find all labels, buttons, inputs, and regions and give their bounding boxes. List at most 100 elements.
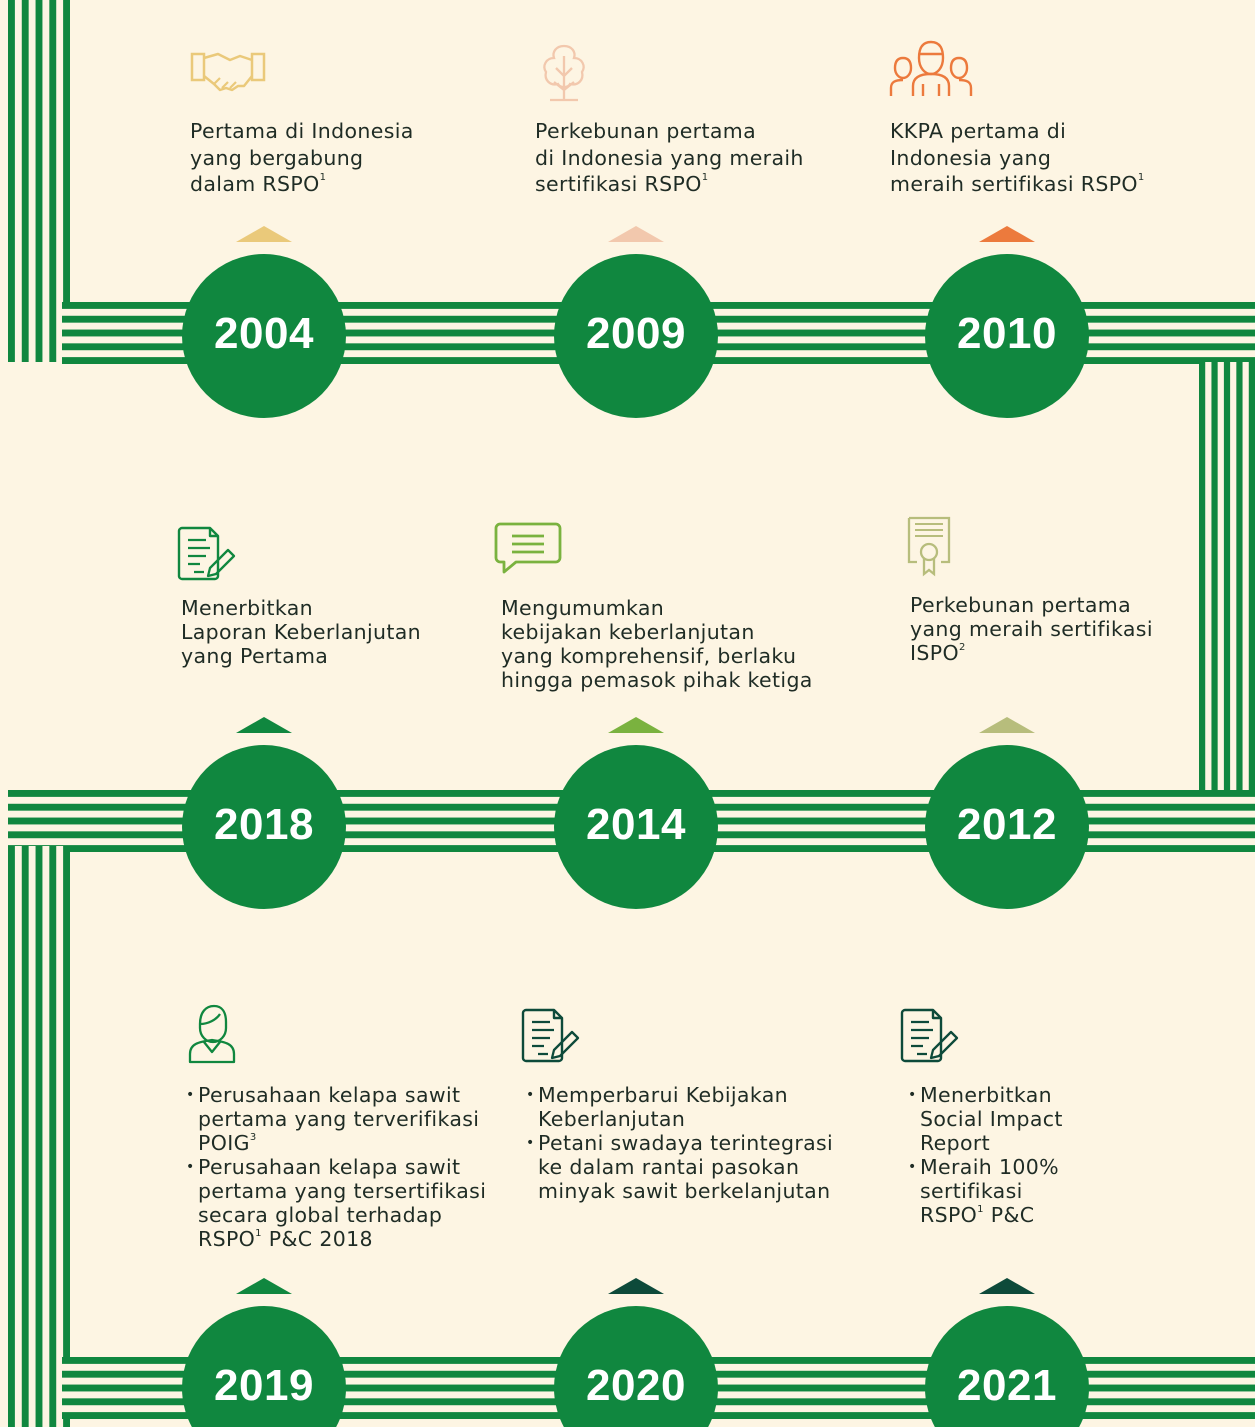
year-label-2020: 2020 — [586, 1361, 686, 1410]
line-text-suffix: P&C 2018 — [261, 1227, 373, 1251]
line-text: Keberlanjutan — [538, 1107, 686, 1131]
year-circle-2021 — [925, 1306, 1089, 1427]
description-line: sertifikasi RSPO1 — [535, 171, 804, 198]
description-line: Social Impact — [920, 1107, 1063, 1131]
description-line: Laporan Keberlanjutan — [181, 620, 421, 644]
line-text: pertama yang tersertifikasi — [198, 1179, 487, 1203]
line-text: di Indonesia yang meraih — [535, 145, 804, 170]
description-line: KKPA pertama di — [890, 118, 1145, 145]
line-text: Perkebunan pertama — [910, 593, 1131, 617]
line-text: Menerbitkan — [181, 596, 313, 620]
year-label-2019: 2019 — [214, 1361, 314, 1410]
certificate-icon — [907, 516, 951, 577]
milestone-marker-2009 — [608, 226, 664, 242]
description-line: sertifikasi — [920, 1179, 1063, 1203]
line-text: minyak sawit berkelanjutan — [538, 1179, 831, 1203]
year-label-2018: 2018 — [214, 800, 314, 849]
footnote-mark: 1 — [319, 172, 327, 183]
description-line: Menerbitkan — [181, 596, 421, 620]
speech-bubble-icon — [494, 522, 562, 574]
footnote-mark: 1 — [977, 1204, 984, 1215]
description-line: di Indonesia yang meraih — [535, 145, 804, 172]
document-pen-icon — [521, 1008, 580, 1063]
line-text: kebijakan keberlanjutan — [501, 620, 755, 644]
milestone-marker-2014 — [608, 717, 664, 733]
line-text: KKPA pertama di — [890, 119, 1067, 143]
year-circle-2010 — [925, 254, 1089, 418]
description-line: RSPO1 P&C — [920, 1203, 1063, 1227]
line-text: RSPO — [920, 1203, 978, 1227]
handshake-icon — [190, 52, 266, 92]
description-line: pertama yang terverifikasi — [198, 1107, 486, 1131]
milestone-marker-2012 — [979, 717, 1035, 733]
line-text: RSPO — [198, 1227, 256, 1251]
description-line: ISPO2 — [910, 641, 1153, 665]
description-line: Meraih 100% — [920, 1155, 1063, 1179]
description-line: kebijakan keberlanjutan — [501, 620, 813, 644]
description-line: Memperbarui Kebijakan — [538, 1083, 833, 1107]
year-circle-2014 — [554, 745, 718, 909]
footnote-mark: 1 — [701, 172, 709, 183]
description-line: Perkebunan pertama — [910, 593, 1153, 617]
line-text: Perkebunan pertama — [535, 119, 756, 143]
description-line: hingga pemasok pihak ketiga — [501, 668, 813, 692]
milestone-marker-2020 — [608, 1278, 664, 1294]
description-line: Report — [920, 1131, 1063, 1155]
line-text: yang Pertama — [181, 644, 329, 668]
description-line: yang meraih sertifikasi — [910, 617, 1153, 641]
year-label-2012: 2012 — [957, 800, 1057, 849]
description-line: Perusahaan kelapa sawit — [198, 1083, 486, 1107]
description-line: dalam RSPO1 — [190, 171, 414, 198]
description-line: Petani swadaya terintegrasi — [538, 1131, 833, 1155]
description-line: minyak sawit berkelanjutan — [538, 1179, 833, 1203]
footnote-mark: 1 — [255, 1228, 262, 1239]
description-line: Keberlanjutan — [538, 1107, 833, 1131]
year-circle-2009 — [554, 254, 718, 418]
description-line: Mengumumkan — [501, 596, 813, 620]
description-line: POIG3 — [198, 1131, 486, 1155]
year-label-2009: 2009 — [586, 309, 686, 358]
footnote-mark: 3 — [249, 1132, 257, 1143]
line-text: Perusahaan kelapa sawit — [198, 1155, 461, 1179]
description-line: yang komprehensif, berlaku — [501, 644, 813, 668]
line-text: Petani swadaya terintegrasi — [538, 1131, 834, 1155]
description-line: Menerbitkan — [920, 1083, 1063, 1107]
milestone-marker-2018 — [236, 717, 292, 733]
year-circle-2020 — [554, 1306, 718, 1427]
tree-icon — [543, 44, 585, 102]
milestone-marker-2021 — [979, 1278, 1035, 1294]
description-line: yang bergabung — [190, 145, 414, 172]
year-label-2014: 2014 — [586, 800, 686, 849]
year-label-2021: 2021 — [957, 1361, 1057, 1410]
line-text: Laporan Keberlanjutan — [181, 620, 422, 644]
year-circle-2019 — [182, 1306, 346, 1427]
line-text: Menerbitkan — [920, 1083, 1052, 1107]
person-icon — [188, 1004, 236, 1064]
line-text: Meraih 100% — [920, 1155, 1059, 1179]
description-line: Indonesia yang — [890, 145, 1145, 172]
year-label-2004: 2004 — [214, 309, 314, 358]
line-text: POIG — [198, 1131, 250, 1155]
line-text: Pertama di Indonesia — [190, 119, 414, 143]
line-text: Social Impact — [920, 1107, 1063, 1131]
line-text: hingga pemasok pihak ketiga — [501, 668, 813, 692]
line-text: Report — [920, 1131, 991, 1155]
line-text: yang komprehensif, berlaku — [501, 644, 797, 668]
milestone-bullets-2020: Memperbarui KebijakanKeberlanjutanPetani… — [526, 1083, 833, 1203]
milestone-marker-2004 — [236, 226, 292, 242]
line-text: ke dalam rantai pasokan — [538, 1155, 800, 1179]
description-line: ke dalam rantai pasokan — [538, 1155, 833, 1179]
line-text: sertifikasi — [920, 1179, 1023, 1203]
document-pen-icon — [900, 1008, 959, 1063]
description-line: RSPO1 P&C 2018 — [198, 1227, 486, 1251]
